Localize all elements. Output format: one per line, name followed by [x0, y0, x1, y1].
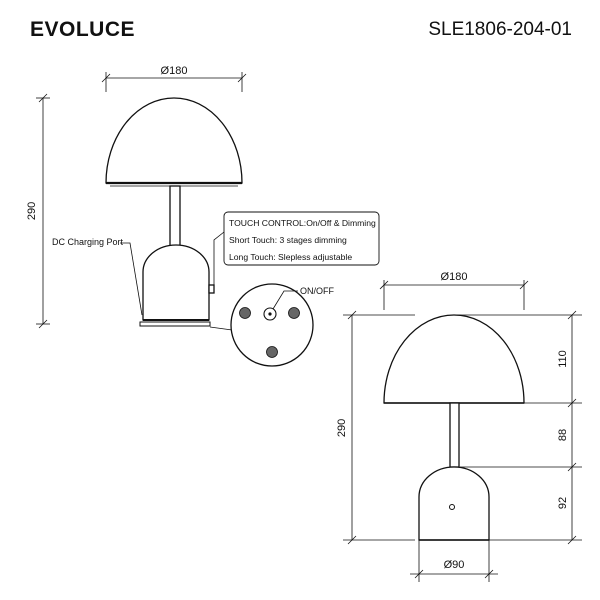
side-width-dimension	[101, 72, 247, 92]
side-stem	[169, 185, 181, 251]
front-button	[449, 504, 455, 510]
rubber-foot	[239, 307, 251, 319]
front-width-label: Ø180	[441, 271, 468, 283]
front-stem	[449, 402, 460, 468]
bottom-view	[209, 283, 314, 367]
dc-port-label: DC Charging Port	[52, 237, 124, 247]
shade-height-label: 110	[557, 350, 569, 368]
dc-port-leader	[120, 242, 143, 316]
side-base	[142, 244, 210, 321]
onoff-label: ON/OFF	[300, 286, 334, 296]
base-width-dimension	[410, 540, 498, 582]
front-shade	[383, 314, 525, 404]
touch-control-line2: Short Touch: 3 stages dimming	[229, 235, 347, 245]
front-view	[383, 314, 525, 541]
touch-button	[208, 284, 215, 294]
stem-height-label: 88	[557, 429, 569, 441]
front-base	[418, 466, 490, 541]
side-view	[105, 97, 243, 327]
side-height-dimension	[36, 93, 50, 329]
front-width-dimension	[379, 280, 529, 310]
touch-control-line3: Long Touch: Slepless adjustable	[229, 252, 352, 262]
model-number: SLE1806-204-01	[428, 19, 572, 40]
brand-logo: EVOLUCE	[30, 18, 136, 41]
side-width-label: Ø180	[161, 65, 188, 77]
base-width-label: Ø90	[444, 559, 465, 571]
front-total-height-label: 290	[336, 419, 348, 437]
side-height-label: 290	[26, 202, 38, 220]
base-height-label: 92	[557, 497, 569, 509]
side-shade	[105, 97, 243, 184]
touch-control-box	[213, 211, 380, 285]
rubber-foot	[266, 346, 278, 358]
front-segment-dimensions	[454, 310, 582, 545]
touch-control-line1: TOUCH CONTROL:On/Off & Dimming	[229, 218, 376, 228]
front-total-height-dimension	[343, 310, 415, 545]
rubber-foot	[288, 307, 300, 319]
